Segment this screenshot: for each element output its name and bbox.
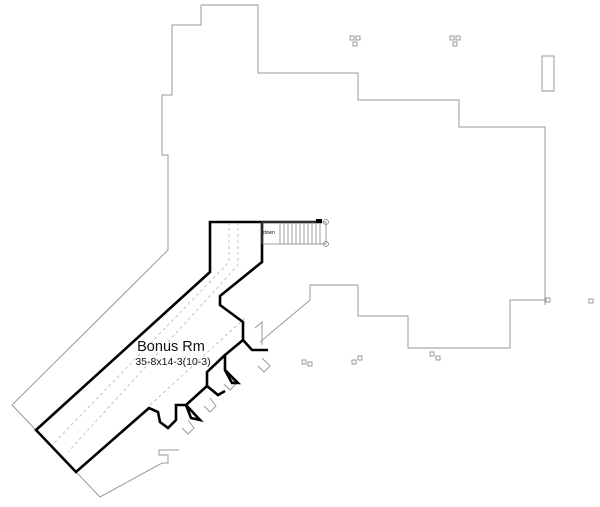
room-name: Bonus Rm (137, 339, 205, 355)
newel-post (316, 219, 322, 223)
dormer-details (181, 320, 271, 435)
room-dimensions: 35-8x14-3(10-3) (135, 356, 210, 368)
stair-label: down (263, 230, 275, 236)
vent-marks (301, 35, 594, 367)
skylight-rect (541, 55, 555, 92)
knee-wall-dashes (51, 222, 246, 453)
main-house-outline (11, 4, 546, 498)
staircase: down (261, 219, 329, 247)
